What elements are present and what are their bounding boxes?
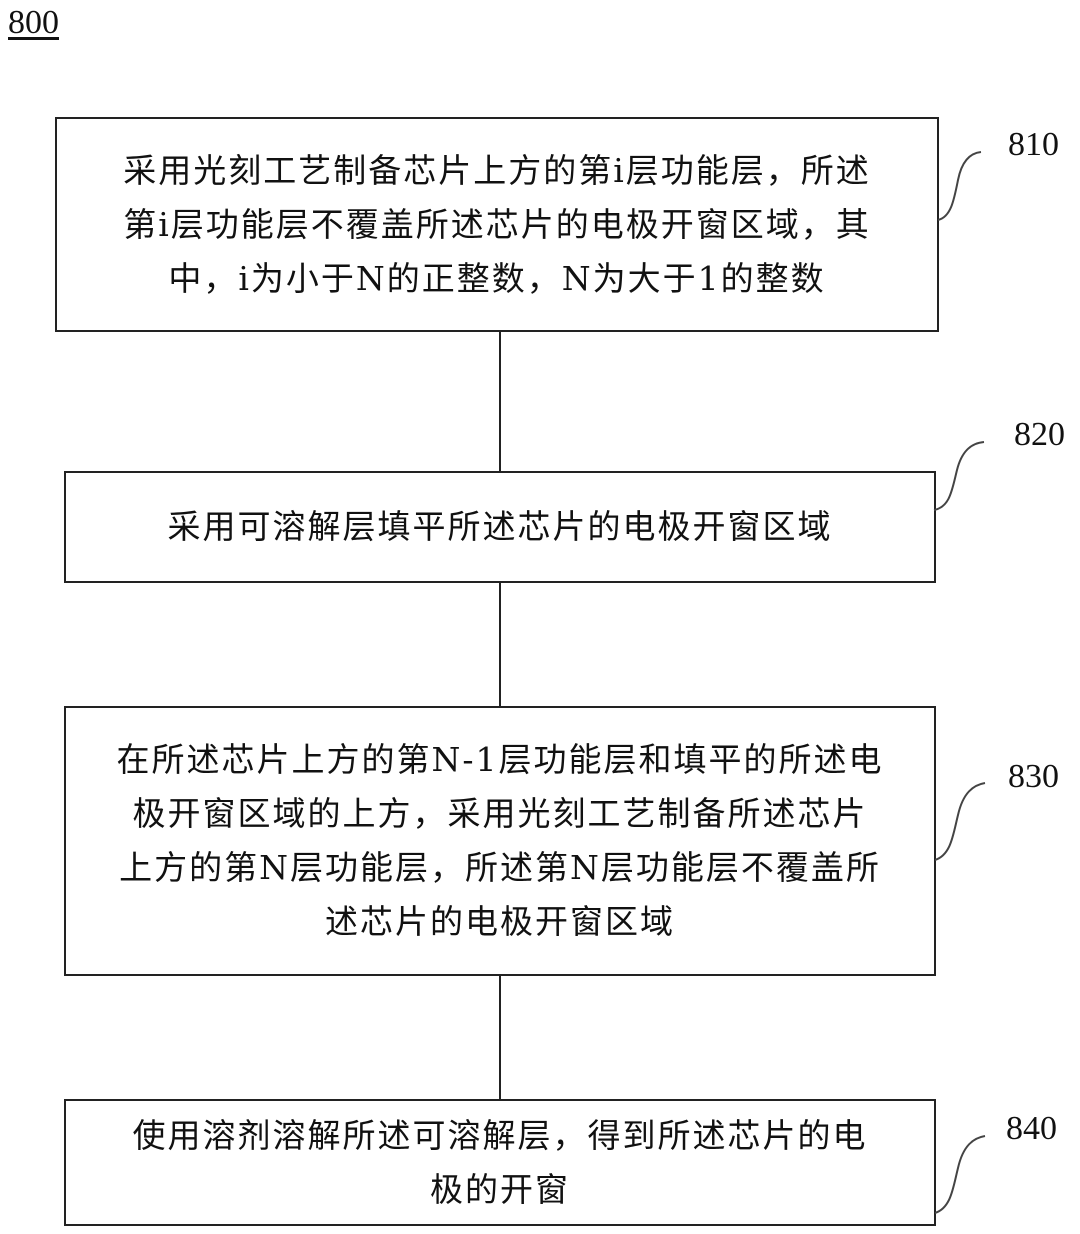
step-ref-840: 840 (1006, 1110, 1057, 1147)
step-840-line: 使用溶剂溶解所述可溶解层，得到所述芯片的电 (132, 1115, 868, 1155)
connector-820-830 (499, 583, 501, 707)
leader-line-820 (933, 441, 985, 511)
step-830-line: 在所述芯片上方的第N-1层功能层和填平的所述电 (116, 740, 884, 779)
step-box-840: 使用溶剂溶解所述可溶解层，得到所述芯片的电 极的开窗 (64, 1099, 936, 1226)
step-box-830: 在所述芯片上方的第N-1层功能层和填平的所述电 极开窗区域的上方，采用光刻工艺制… (64, 706, 936, 976)
step-810-line: 采用光刻工艺制备芯片上方的第i层功能层，所述 (123, 150, 871, 190)
step-810-line: 第i层功能层不覆盖所述芯片的电极开窗区域，其 (123, 204, 871, 244)
step-box-810: 采用光刻工艺制备芯片上方的第i层功能层，所述 第i层功能层不覆盖所述芯片的电极开… (55, 117, 939, 332)
connector-810-820 (499, 332, 501, 472)
step-ref-810: 810 (1008, 126, 1059, 163)
leader-line-830 (934, 782, 986, 861)
step-box-820: 采用可溶解层填平所述芯片的电极开窗区域 (64, 471, 936, 583)
step-840-line: 极的开窗 (430, 1169, 570, 1209)
step-830-line: 极开窗区域的上方，采用光刻工艺制备所述芯片 (132, 794, 868, 833)
step-ref-820: 820 (1014, 416, 1065, 453)
step-820-line: 采用可溶解层填平所述芯片的电极开窗区域 (167, 507, 833, 546)
step-830-line: 上方的第N层功能层，所述第N层功能层不覆盖所 (119, 848, 881, 887)
leader-line-840 (934, 1135, 986, 1214)
step-830-line: 述芯片的电极开窗区域 (325, 902, 675, 941)
connector-830-840 (499, 976, 501, 1100)
figure-number: 800 (8, 4, 59, 41)
step-ref-830: 830 (1008, 758, 1059, 795)
leader-line-810 (937, 151, 982, 221)
step-810-line: 中，i为小于N的正整数，N为大于1的整数 (168, 258, 826, 298)
